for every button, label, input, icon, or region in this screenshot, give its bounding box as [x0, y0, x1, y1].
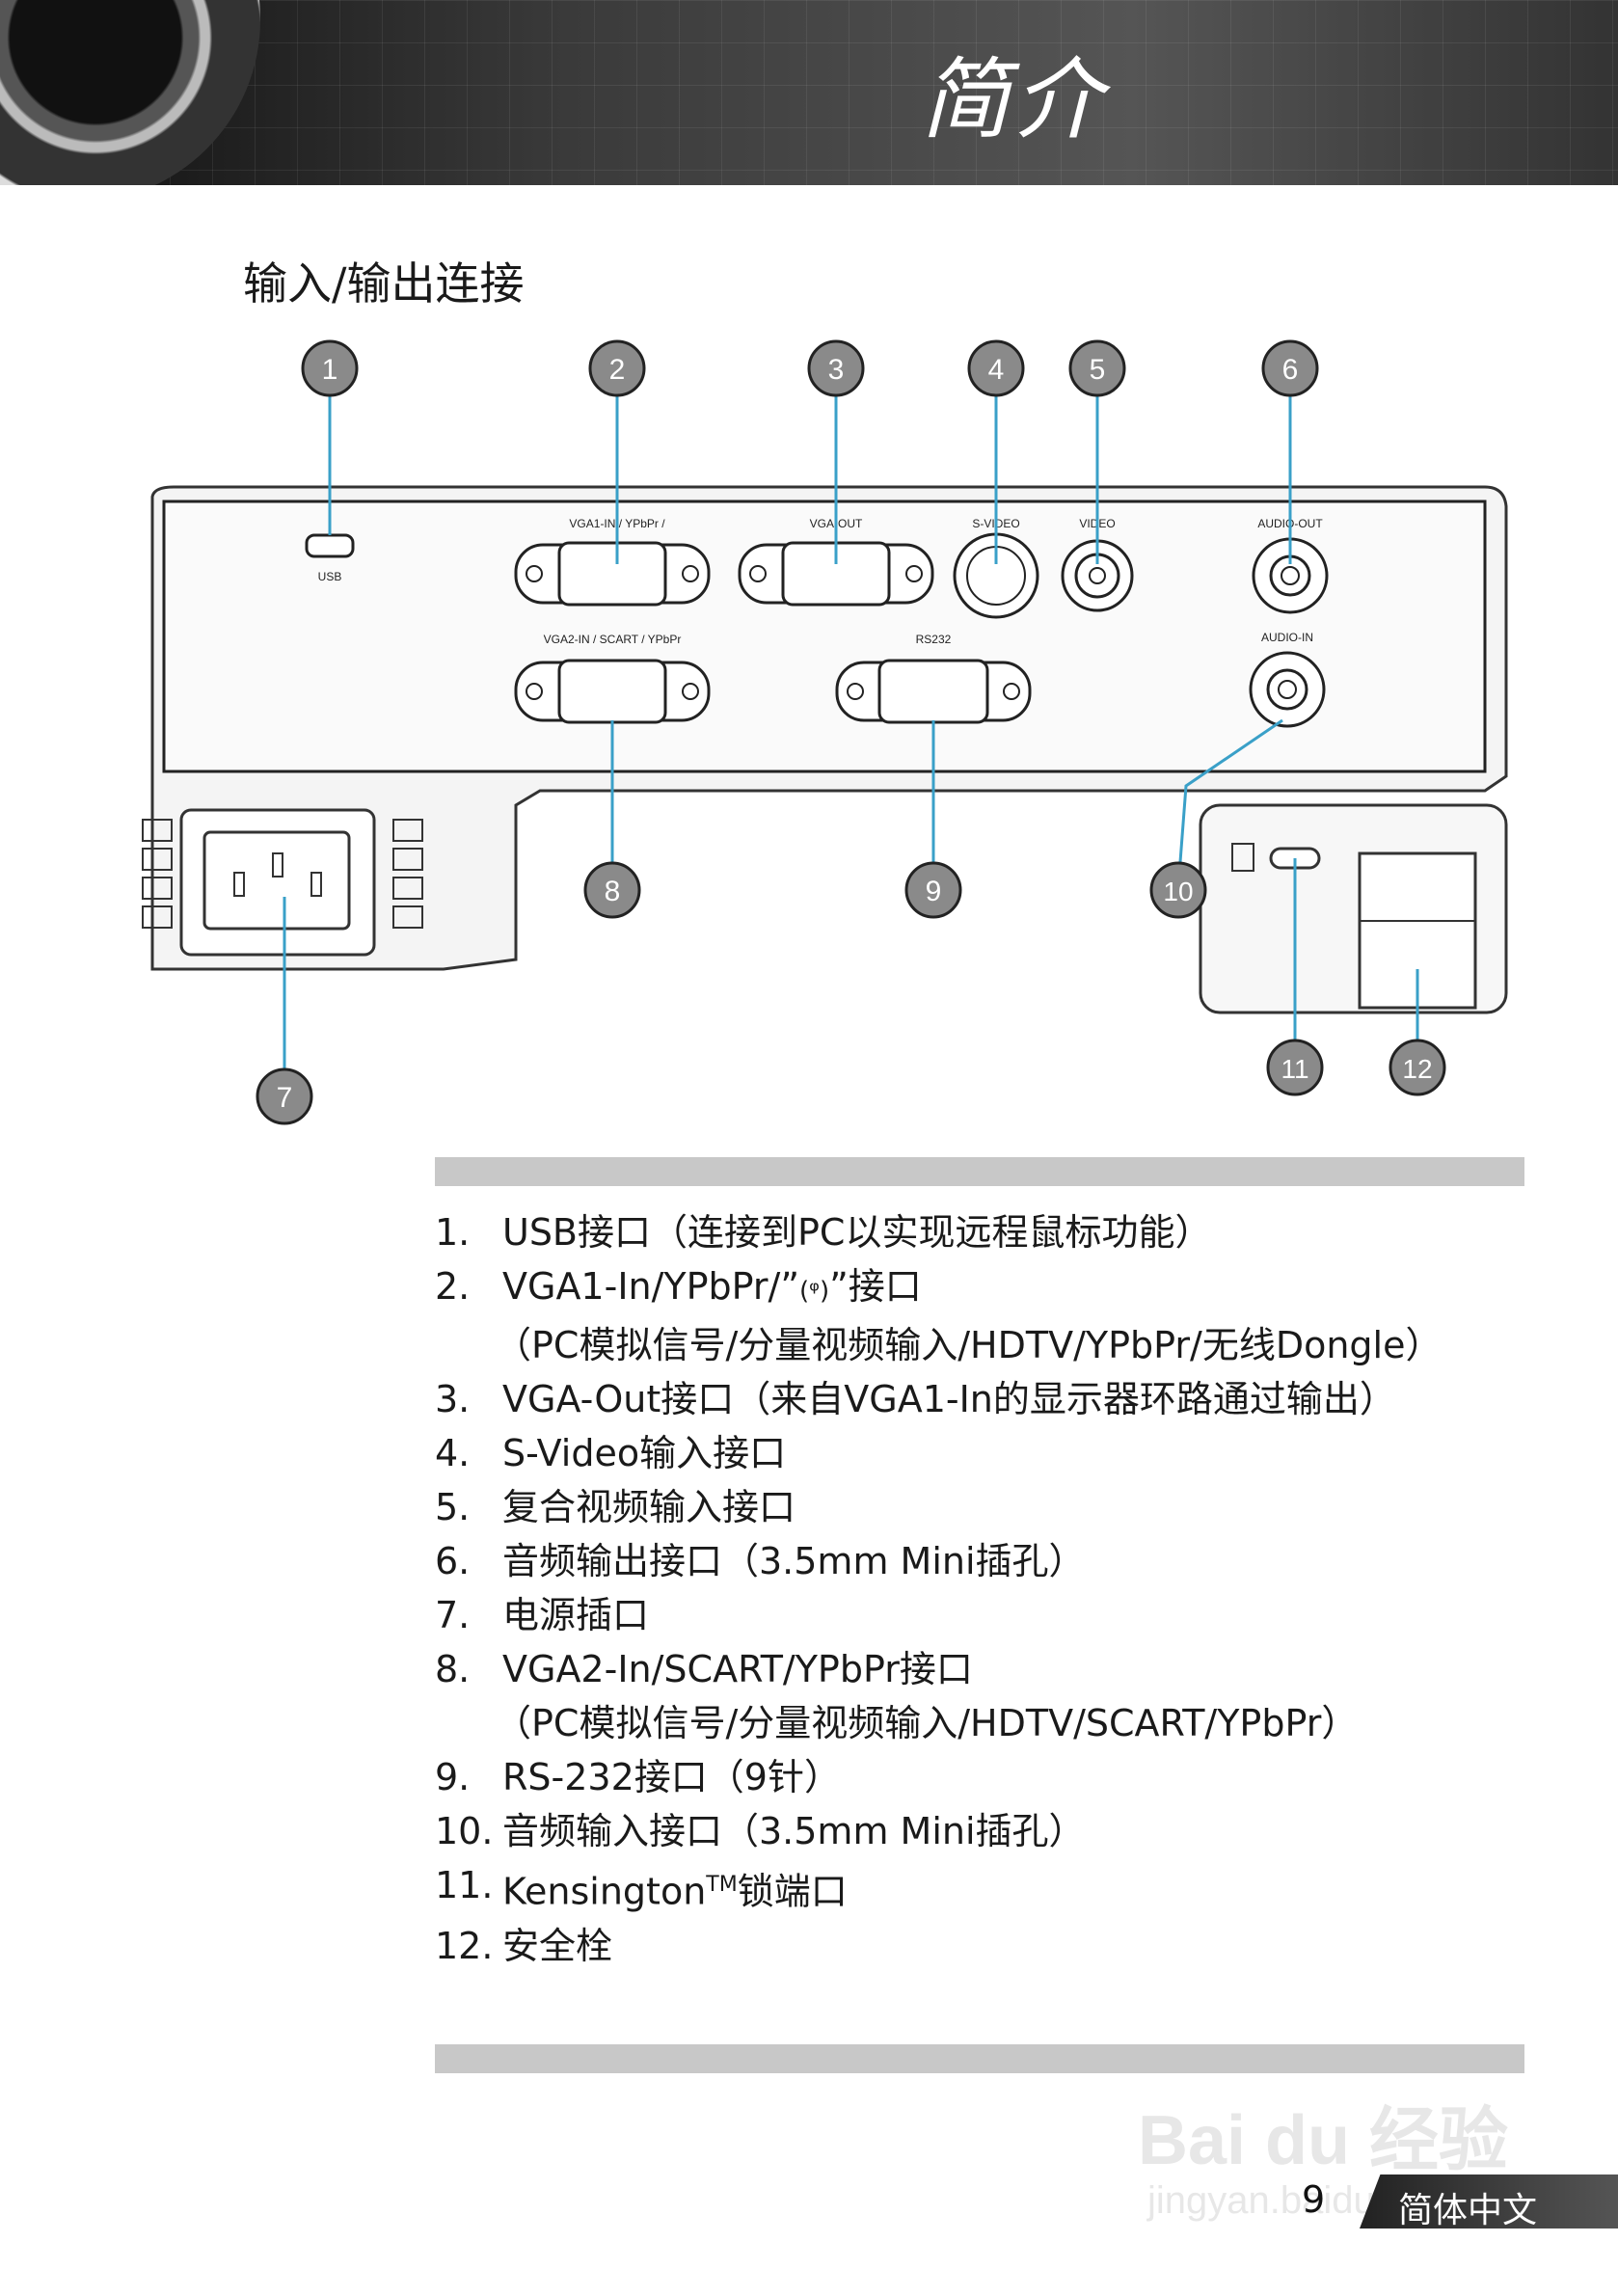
port-label-rs232: RS232	[916, 633, 952, 646]
usb-port	[305, 533, 355, 558]
svg-text:9: 9	[926, 876, 942, 907]
footer-language: 简体中文	[1398, 2191, 1538, 2230]
list-item: 7.电源插口	[435, 1594, 650, 1636]
svg-text:5: 5	[1090, 354, 1106, 386]
callout-5: 5	[1068, 339, 1126, 397]
callout-3: 3	[807, 339, 865, 397]
list-item: 1.USB接口（连接到PC以实现远程鼠标功能）	[435, 1211, 1212, 1254]
callout-9: 9	[904, 861, 962, 919]
page-number: 9	[1302, 2178, 1326, 2221]
list-item: 2.VGA1-In/YPbPr/”(ᵠ)”接口（PC模拟信号/分量视频输入/HD…	[435, 1265, 1443, 1366]
svg-text:11: 11	[1281, 1054, 1308, 1084]
list-item: 9.RS-232接口（9针）	[435, 1756, 841, 1798]
callout-7: 7	[256, 1067, 313, 1125]
vga1-in-port	[514, 541, 711, 607]
svg-text:12: 12	[1402, 1054, 1432, 1084]
callout-10: 10	[1149, 861, 1207, 919]
callout-2: 2	[588, 339, 646, 397]
vga-out-port	[738, 541, 934, 607]
divider-bar-bottom	[435, 2044, 1524, 2073]
svg-text:2: 2	[609, 354, 626, 386]
divider-bar-top	[435, 1157, 1524, 1186]
section-title: 输入/输出连接	[243, 257, 525, 310]
list-item: 6.音频输出接口（3.5mm Mini插孔）	[435, 1540, 1086, 1582]
wireless-icon: (ᵠ)	[799, 1277, 830, 1306]
audio-in-port	[1249, 651, 1326, 728]
page-header: 简介	[0, 0, 1618, 185]
list-item: 8.VGA2-In/SCART/YPbPr接口（PC模拟信号/分量视频输入/HD…	[435, 1648, 1359, 1744]
header-grid-pattern	[0, 0, 1618, 185]
callout-1: 1	[301, 339, 359, 397]
svg-text:4: 4	[988, 354, 1005, 386]
page-header-title: 简介	[921, 48, 1107, 151]
svg-text:3: 3	[828, 354, 845, 386]
page-footer: 9 简体中文	[1302, 2174, 1618, 2230]
callout-4: 4	[967, 339, 1025, 397]
list-item: 10.音频输入接口（3.5mm Mini插孔）	[435, 1810, 1086, 1852]
callout-12: 12	[1389, 1039, 1446, 1096]
svg-text:6: 6	[1282, 354, 1299, 386]
port-label-vga2: VGA2-IN / SCART / YPbPr	[544, 633, 682, 646]
callout-8: 8	[583, 861, 641, 919]
callout-6: 6	[1261, 339, 1319, 397]
list-item: 3.VGA-Out接口（来自VGA1-In的显示器环路通过输出）	[435, 1378, 1396, 1420]
list-item: 4.S-Video输入接口	[435, 1432, 787, 1474]
list-item: 12.安全栓	[435, 1924, 613, 1967]
vga2-in-port	[514, 659, 711, 724]
port-label-usb: USB	[318, 570, 342, 583]
callout-11: 11	[1266, 1039, 1324, 1096]
svg-text:10: 10	[1163, 877, 1193, 906]
audio-out-port	[1252, 537, 1329, 614]
list-item: 5.复合视频输入接口	[435, 1486, 796, 1528]
port-label-audio-in: AUDIO-IN	[1261, 631, 1313, 644]
svg-text:7: 7	[277, 1082, 293, 1114]
footer-tab	[1360, 2174, 1618, 2228]
connection-panel-diagram: USB VGA1-IN / YPbPr / VGA-OUT S-VIDEO VI…	[142, 339, 1508, 1125]
connector-list: 1.USB接口（连接到PC以实现远程鼠标功能） 2.VGA1-In/YPbPr/…	[435, 1205, 1442, 1973]
svg-text:1: 1	[322, 354, 338, 386]
watermark-brand: Bai du 经验	[1138, 2102, 1509, 2179]
svg-text:8: 8	[605, 876, 621, 907]
rs232-port	[835, 659, 1032, 724]
left-vents	[142, 819, 423, 929]
power-inlet	[179, 808, 376, 957]
list-item: 11.KensingtonTM锁端口	[435, 1864, 848, 1913]
